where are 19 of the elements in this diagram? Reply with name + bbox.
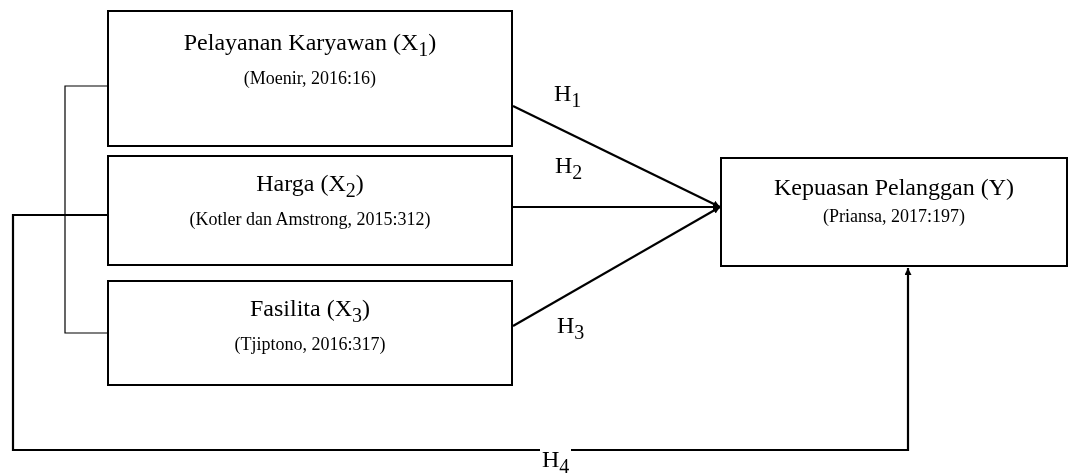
reference-citation: (Tjiptono, 2016:317) <box>234 332 386 355</box>
reference-citation: (Priansa, 2017:197) <box>823 205 965 227</box>
arrow <box>512 206 721 327</box>
variable-name: Kepuasan Pelanggan (Y) <box>774 173 1014 201</box>
variable-name: Pelayanan Karyawan (X$_{1}$) <box>183 28 437 62</box>
variable-name: Harga (X$_{2}$) <box>256 169 364 203</box>
connector-line <box>64 214 108 334</box>
variable-box <box>107 155 513 266</box>
connector-line <box>64 85 108 216</box>
reference-citation: (Moenir, 2016:16) <box>243 66 377 89</box>
arrow <box>513 203 720 211</box>
arrow <box>512 105 721 208</box>
edge-label: H$_{4}$ <box>540 446 572 475</box>
reference-citation: (Kotler dan Amstrong, 2015:312) <box>189 207 431 230</box>
variable-name: Fasilita (X$_{3}$) <box>250 294 370 328</box>
variable-box <box>107 10 513 147</box>
variable-box <box>720 157 1068 267</box>
variable-box <box>107 280 513 386</box>
arrow <box>11 213 912 452</box>
